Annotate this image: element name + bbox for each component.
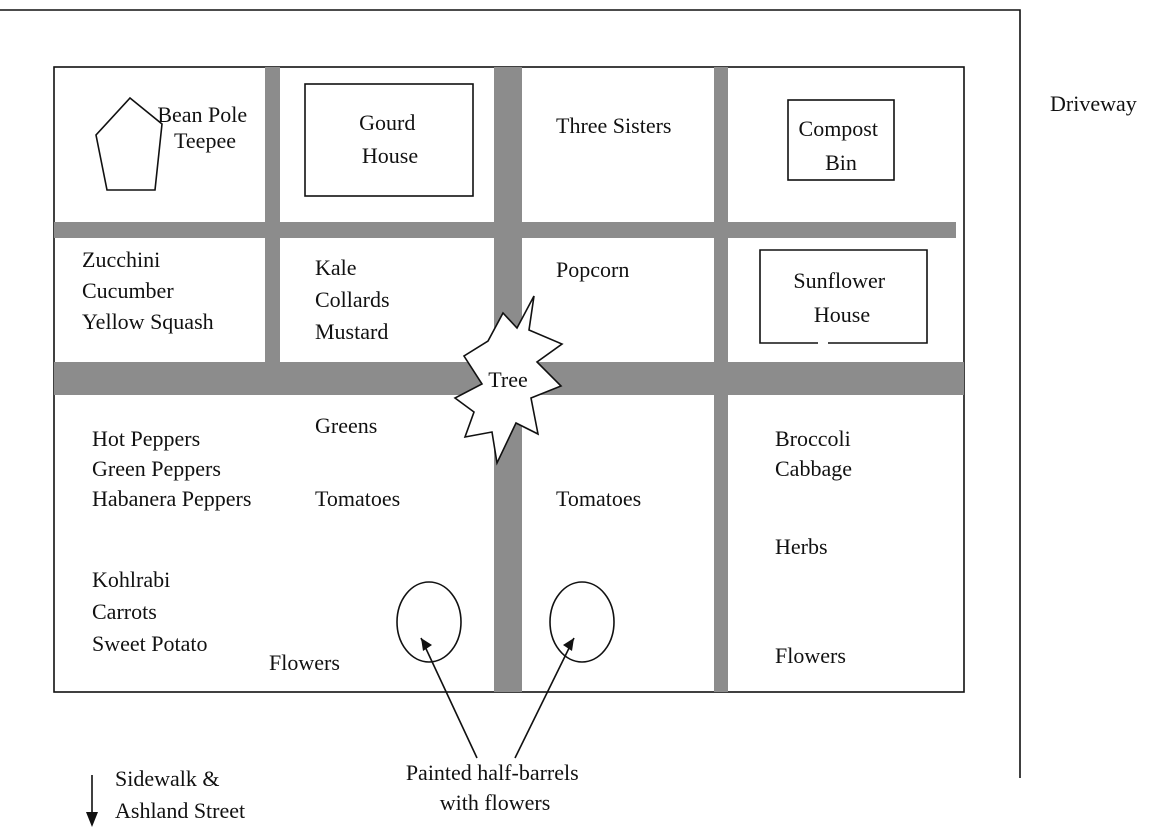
- property-boundary: [0, 9, 1021, 778]
- label-roots-bed: Kohlrabi Carrots Sweet Potato: [92, 567, 208, 656]
- label-popcorn: Popcorn: [556, 257, 629, 282]
- arrowhead-right-barrel: [563, 638, 574, 651]
- gourd-house-box: [304, 83, 474, 197]
- label-herbs: Herbs: [775, 534, 828, 559]
- label-kale-bed: Kale Collards Mustard: [315, 255, 395, 344]
- label-broccoli-bed: Broccoli Cabbage: [775, 426, 856, 481]
- label-tomatoes-left: Tomatoes: [315, 486, 400, 511]
- label-peppers-bed: Hot Peppers Green Peppers Habanera Peppe…: [92, 426, 251, 511]
- arrowhead-left-barrel: [421, 638, 432, 651]
- label-tree: Tree: [488, 367, 528, 392]
- label-zucchini-bed: Zucchini Cucumber Yellow Squash: [82, 247, 214, 334]
- label-driveway: Driveway: [1050, 91, 1137, 116]
- arrow-to-right-barrel: [514, 637, 575, 759]
- label-gourd-house: Gourd House: [359, 110, 421, 168]
- path-vertical-right: [714, 67, 728, 692]
- path-vertical-left: [265, 67, 280, 362]
- label-sidewalk: Sidewalk & Ashland Street: [115, 766, 245, 823]
- label-flowers-right: Flowers: [775, 643, 846, 668]
- label-half-barrels: Painted half-barrels with flowers: [406, 760, 584, 815]
- sidewalk-arrow-head: [86, 812, 98, 827]
- bean-pole-teepee-shape: [95, 96, 163, 191]
- tree-starburst: [453, 295, 564, 466]
- label-greens: Greens: [315, 413, 377, 438]
- label-flowers-left: Flowers: [269, 650, 340, 675]
- sunflower-house-box: [759, 249, 928, 344]
- label-compost-bin: Compost Bin: [799, 116, 884, 175]
- label-three-sisters: Three Sisters: [556, 113, 671, 138]
- label-tomatoes-right: Tomatoes: [556, 486, 641, 511]
- half-barrel-right: [549, 581, 615, 663]
- compost-bin-box: [787, 99, 895, 181]
- label-bean-pole-teepee: Bean Pole Teepee: [157, 102, 252, 153]
- label-sunflower-house: Sunflower House: [793, 268, 890, 327]
- arrow-to-left-barrel: [420, 637, 478, 759]
- half-barrel-left: [396, 581, 462, 663]
